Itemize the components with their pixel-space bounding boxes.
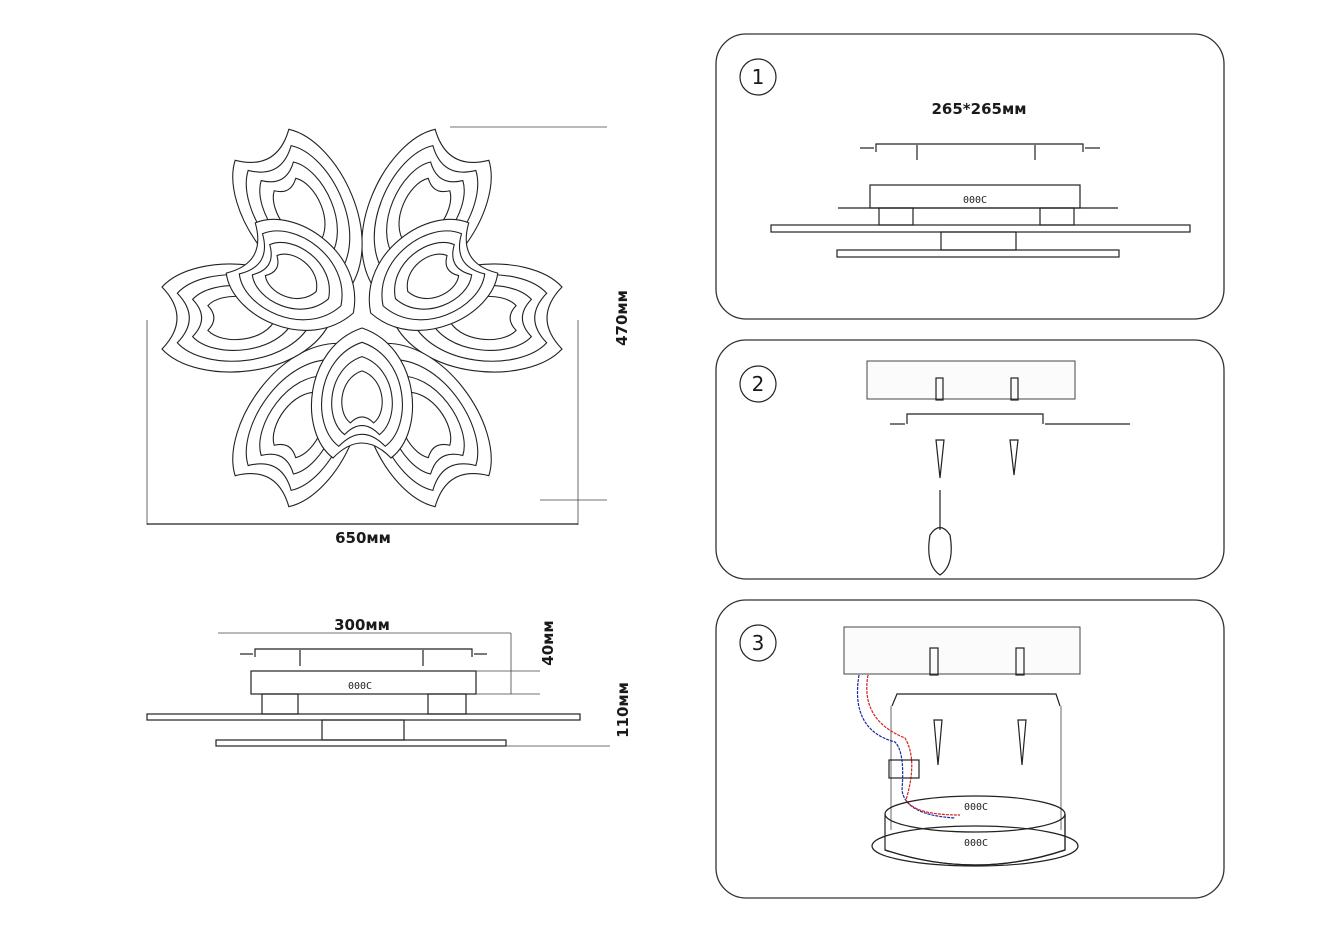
screw-icon [1009, 439, 1019, 476]
flower-outline [161, 128, 563, 508]
base-disc [871, 825, 1079, 867]
driver-label-bottom: 000C [964, 838, 988, 849]
step-1-panel: 1 265*265мм 000C [715, 33, 1225, 320]
mounting-plate [875, 143, 1084, 152]
mounting-plate [254, 648, 473, 657]
plate-dimension-label: 265*265мм [932, 100, 1027, 118]
inner-petal [368, 218, 499, 331]
side-view: 300мм 000C 40мм 110мм [146, 616, 632, 747]
step-2-panel: 2 [715, 339, 1225, 580]
neutral-wire [856, 674, 956, 819]
base-height-label: 40мм [539, 620, 557, 665]
terminal-block [888, 759, 920, 779]
step-number: 3 [752, 631, 765, 655]
side-driver-label: 000C [348, 681, 372, 692]
mounting-plate [906, 413, 1044, 424]
ceiling [866, 360, 1076, 400]
spacers-lower [321, 719, 405, 741]
wall-plug [929, 647, 939, 676]
driver-label-top: 000C [964, 802, 988, 813]
screw-icon [1017, 719, 1027, 766]
top-view: 650мм 470мм [146, 126, 631, 547]
driver-box [250, 670, 477, 695]
step-number-badge [739, 624, 777, 662]
ceiling [843, 626, 1081, 675]
total-height-label: 110мм [614, 682, 632, 738]
wall-plug [1010, 377, 1019, 401]
housing-front [884, 814, 1066, 866]
live-wire [866, 674, 961, 816]
spacers-upper [261, 693, 467, 715]
lower-disc [836, 249, 1120, 258]
drill-hand-icon [928, 490, 952, 576]
step-number: 1 [752, 65, 765, 89]
width-label: 650мм [335, 529, 391, 547]
wall-plug [935, 377, 944, 401]
inner-petal [310, 327, 414, 459]
driver-label: 000C [963, 195, 987, 206]
lower-disc [215, 739, 507, 747]
step-number: 2 [752, 372, 765, 396]
height-label: 470мм [613, 290, 631, 346]
screw-icon [935, 439, 945, 479]
inner-petal [225, 218, 356, 331]
step-3-panel: 3 000C 000C [715, 599, 1225, 899]
upper-disc [146, 713, 581, 721]
side-width-label: 300мм [334, 616, 390, 634]
step-number-badge [739, 58, 777, 96]
wall-plug [1015, 647, 1025, 676]
screw-icon [933, 719, 943, 766]
mounting-plate [891, 693, 1061, 707]
step-number-badge [739, 365, 777, 403]
